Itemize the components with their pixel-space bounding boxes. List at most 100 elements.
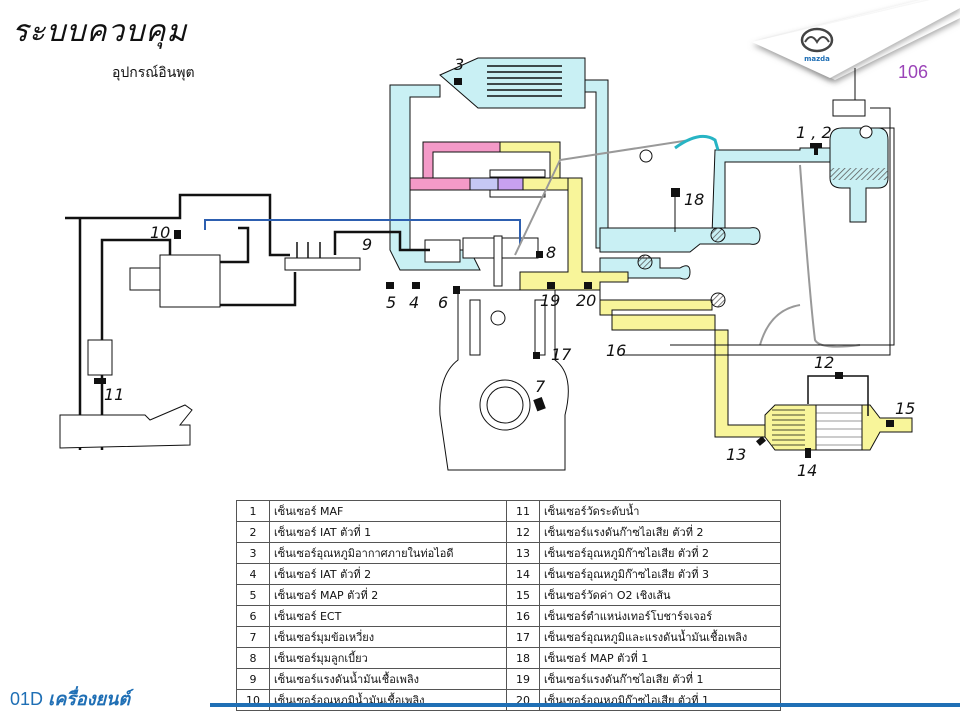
vacuum-line (514, 139, 691, 256)
legend-number: 11 (506, 500, 540, 522)
sensor-10 (174, 230, 181, 239)
legend-number: 9 (236, 668, 270, 690)
sensor-8 (536, 251, 543, 258)
section-code: 01D (10, 689, 44, 709)
callout-9: 9 (362, 235, 372, 254)
legend-description: เซ็นเซอร์อุณหภูมิก๊าซไอเสีย ตัวที่ 3 (539, 563, 781, 585)
vacuum-line (799, 164, 861, 348)
legend-number: 17 (506, 626, 540, 648)
legend-number: 3 (236, 542, 270, 564)
fuel-tank (59, 404, 193, 449)
legend-number: 19 (506, 668, 540, 690)
callout-3: 3 (454, 55, 464, 74)
turbo-wheel (710, 292, 726, 308)
callout-5: 5 (386, 293, 396, 312)
egr-pipe-pink (422, 141, 501, 181)
legend-description: เซ็นเซอร์มุมลูกเบี้ยว (269, 647, 507, 669)
turbo-wheel (710, 227, 726, 243)
callout-14: 14 (797, 461, 817, 480)
legend-number: 15 (506, 584, 540, 606)
sensor-17 (533, 352, 540, 359)
callout-labels: 3 1 , 2 18 10 9 8 5 4 6 19 20 16 17 7 11… (104, 55, 915, 480)
legend-number: 5 (236, 584, 270, 606)
section-footer: 01D เครื่องยนต์ (10, 684, 130, 713)
legend-description: เซ็นเซอร์อุณหภูมิก๊าซไอเสีย ตัวที่ 1 (539, 689, 781, 711)
sensor-20 (584, 282, 592, 289)
legend-number: 4 (236, 563, 270, 585)
legend-description: เซ็นเซอร์อุณหภูมิอากาศภายในท่อไอดี (269, 542, 507, 564)
sensor-15 (886, 420, 894, 427)
legend-number: 2 (236, 521, 270, 543)
sensor-12 (835, 372, 843, 379)
rail-to-injector (333, 230, 430, 255)
legend-number: 14 (506, 563, 540, 585)
callout-6: 6 (438, 293, 448, 312)
callout-19: 19 (540, 291, 560, 310)
fuel-line-3 (205, 226, 250, 264)
signal-line (204, 219, 521, 245)
legend-description: เซ็นเซอร์อุณหภูมิและแรงดันน้ำมันเชื้อเพล… (539, 626, 781, 648)
legend-description: เซ็นเซอร์ ECT (269, 605, 507, 627)
page-number: 106 (898, 62, 929, 82)
legend-number: 1 (236, 500, 270, 522)
common-rail (284, 257, 361, 271)
legend-number: 12 (506, 521, 540, 543)
legend-description: เซ็นเซอร์ MAP ตัวที่ 1 (539, 647, 781, 669)
legend-number: 20 (506, 689, 540, 711)
wiring (620, 107, 891, 356)
ecu-relay (832, 99, 866, 117)
callout-13: 13 (726, 445, 746, 464)
legend-description: เซ็นเซอร์แรงดันก๊าซไอเสีย ตัวที่ 2 (539, 521, 781, 543)
fuel-filter (87, 339, 113, 376)
callout-16: 16 (606, 341, 626, 360)
footer-divider (210, 703, 960, 707)
legend-description: เซ็นเซอร์อุณหภูมิน้ำมันเชื้อเพลิง (269, 689, 507, 711)
legend-number: 10 (236, 689, 270, 711)
sensor-3 (454, 78, 462, 85)
compressor-inlet (711, 147, 831, 236)
page-title: ระบบควบคุม (12, 14, 188, 49)
callout-7: 7 (535, 377, 546, 396)
gauge-icon (859, 125, 873, 139)
sensor-markers (94, 78, 894, 458)
callout-4: 4 (409, 293, 419, 312)
fuel-return-line (65, 193, 290, 257)
legend-number: 16 (506, 605, 540, 627)
legend-description: เซ็นเซอร์แรงดันก๊าซไอเสีย ตัวที่ 1 (539, 668, 781, 690)
callout-12: 12 (814, 353, 834, 372)
engine-input-diagram: 3 1 , 2 18 10 9 8 5 4 6 19 20 16 17 7 11… (59, 55, 915, 480)
dpf-core (815, 404, 863, 451)
sensor-14 (805, 448, 811, 458)
callout-11: 11 (104, 385, 124, 404)
callout-18: 18 (684, 190, 704, 209)
legend-description: เซ็นเซอร์ IAT ตัวที่ 1 (269, 521, 507, 543)
wiring (670, 127, 895, 346)
sensor-1-2 (810, 143, 822, 148)
piston-pin (490, 310, 506, 326)
sensor-6 (453, 286, 460, 294)
egr-cooler-yellow (522, 177, 569, 191)
fuel-pump (159, 254, 221, 308)
callout-8: 8 (546, 243, 556, 262)
legend-number: 13 (506, 542, 540, 564)
legend-number: 6 (236, 605, 270, 627)
legend-number: 18 (506, 647, 540, 669)
egr-cooler-pink (409, 177, 471, 191)
sensor-4 (412, 282, 420, 289)
sensor-19 (547, 282, 555, 289)
sensor-18 (671, 188, 680, 197)
legend-description: เซ็นเซอร์ MAF (269, 500, 507, 522)
callout-20: 20 (576, 291, 596, 310)
legend-description: เซ็นเซอร์วัดระดับน้ำ (539, 500, 781, 522)
page-subtitle: อุปกรณ์อินพุต (112, 65, 195, 81)
callout-10: 10 (150, 223, 170, 242)
